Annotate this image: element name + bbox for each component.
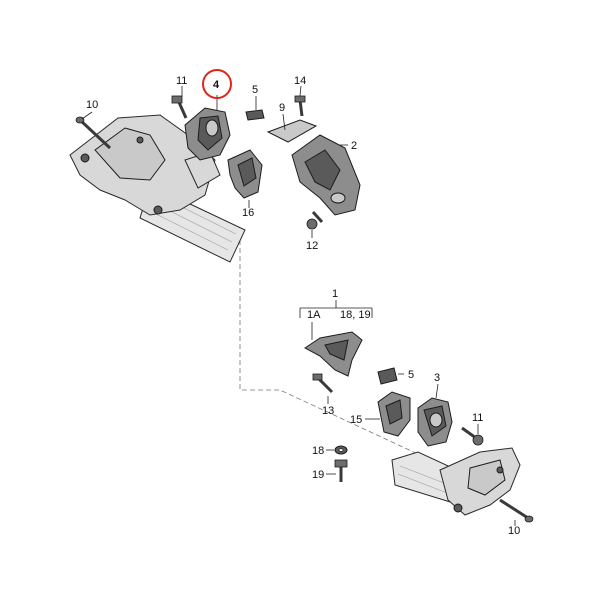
bolt-19	[334, 459, 348, 482]
shield-9	[266, 119, 318, 143]
bolt-11-top	[171, 95, 188, 119]
label-5-bottom: 5	[408, 369, 414, 381]
bolt-10-bottom	[499, 498, 534, 523]
label-18: 18	[312, 445, 324, 457]
subframe-top	[69, 114, 246, 263]
label-4: 4	[213, 79, 220, 91]
label-9: 9	[279, 102, 285, 114]
bolt-14	[294, 95, 306, 117]
label-16: 16	[242, 207, 254, 219]
bracket-15	[377, 391, 411, 437]
label-14: 14	[294, 75, 306, 87]
label-10-top: 10	[86, 99, 98, 111]
label-10-bottom: 10	[508, 525, 520, 537]
label-11-top: 11	[176, 75, 187, 87]
bolt-13	[312, 373, 334, 394]
bolt-11-bottom	[461, 426, 484, 446]
cap-5-bottom	[377, 367, 398, 385]
transmission-bracket-2	[291, 134, 361, 216]
highlight-circle-part-4	[202, 69, 232, 99]
label-11-bottom: 11	[472, 412, 483, 424]
label-12: 12	[306, 240, 318, 252]
label-3: 3	[434, 372, 440, 384]
bracket-16	[227, 149, 263, 199]
label-18-19-group: 18, 19	[340, 309, 371, 321]
label-1A: 1A	[307, 309, 321, 321]
subframe-bottom	[391, 447, 521, 516]
label-15: 15	[350, 414, 362, 426]
washer-18	[334, 445, 348, 455]
mount-arm-1A	[304, 331, 363, 377]
label-1: 1	[332, 288, 338, 300]
label-5-top: 5	[252, 84, 258, 96]
label-19: 19	[312, 469, 324, 481]
engine-mount-4	[184, 107, 231, 161]
bolt-10-top	[75, 116, 112, 150]
group-bracket-1	[299, 300, 373, 318]
cap-5-top	[245, 109, 265, 121]
label-2: 2	[351, 140, 357, 152]
engine-mount-3	[417, 397, 453, 447]
label-13: 13	[322, 405, 334, 417]
assembly-connector-dashed-line	[239, 240, 421, 456]
bolt-12	[306, 210, 324, 230]
